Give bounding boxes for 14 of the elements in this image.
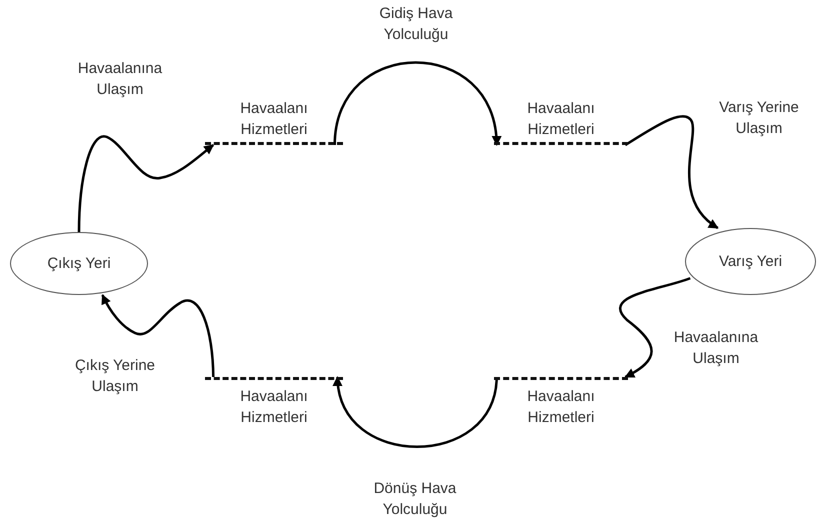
node-label: Havaalanı Hizmetleri [526,387,596,428]
curved-arrow [624,115,719,229]
node-label: Varış Yeri [718,252,784,272]
curved-arrow [101,294,215,378]
curved-arrow [78,135,214,232]
node-label: Havaalanı Hizmetleri [239,99,309,140]
curved-arrow [334,376,498,448]
node-label: Çıkış Yeri [46,254,112,274]
place-ellipse [685,228,816,295]
curved-arrow [619,277,691,378]
node-label: Havaalanı Hizmetleri [239,387,309,428]
node-label: Havaalanı Hizmetleri [526,99,596,140]
place-ellipse [10,232,148,295]
curved-arrow [333,61,500,146]
